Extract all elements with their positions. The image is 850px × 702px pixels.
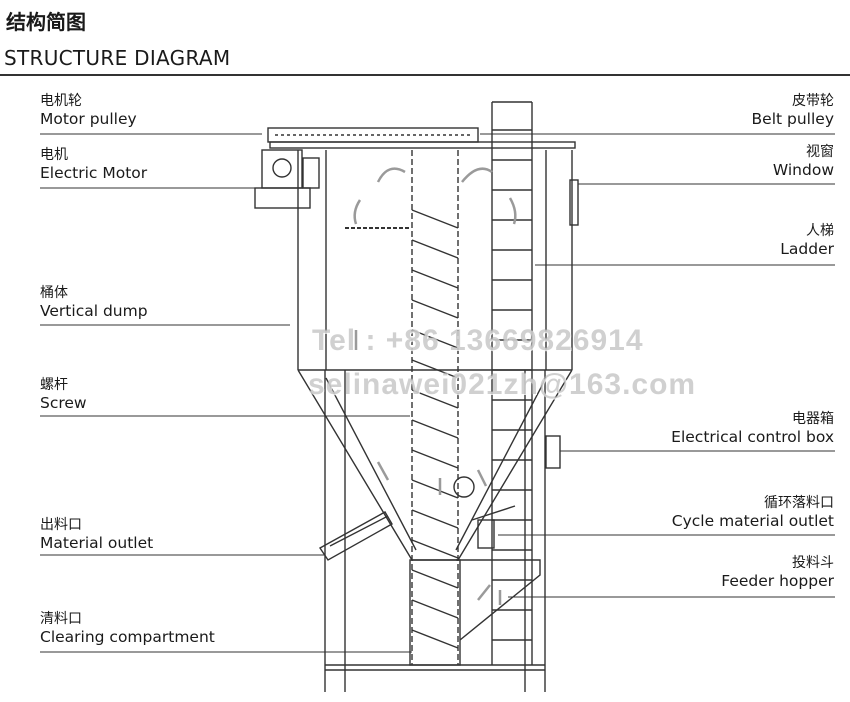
label-material-outlet-cn: 出料口	[40, 517, 82, 533]
ladder	[491, 101, 533, 665]
label-window-en: Window	[772, 161, 834, 179]
label-vertical-dump: 桶体 Vertical dump	[40, 284, 148, 320]
label-ladder-cn: 人梯	[806, 223, 834, 239]
label-belt-pulley: 皮带轮 Belt pulley	[752, 92, 834, 128]
label-ladder: 人梯 Ladder	[780, 222, 834, 258]
label-cycle-material-outlet-en: Cycle material outlet	[671, 512, 834, 530]
lower-column	[409, 559, 461, 666]
label-clearing-compartment-cn: 清料口	[40, 611, 82, 627]
label-screw-cn: 螺杆	[40, 377, 68, 393]
label-motor-pulley-en: Motor pulley	[40, 110, 137, 128]
title-rule	[0, 74, 850, 76]
watermark-phone: Tel : +86 13669826914	[312, 324, 644, 357]
control-box	[545, 435, 561, 469]
label-electrical-control-box-cn: 电器箱	[792, 411, 834, 427]
label-clearing-compartment: 清料口 Clearing compartment	[40, 610, 215, 646]
label-electrical-control-box-en: Electrical control box	[671, 428, 834, 446]
label-ladder-en: Ladder	[780, 240, 834, 258]
outlet-chute	[318, 511, 393, 561]
label-screw: 螺杆 Screw	[40, 376, 87, 412]
leader-lines	[40, 133, 835, 653]
label-electrical-control-box: 电器箱 Electrical control box	[671, 410, 834, 446]
label-belt-pulley-en: Belt pulley	[751, 110, 834, 128]
motor-body	[261, 149, 303, 189]
label-feeder-hopper-en: Feeder hopper	[721, 572, 834, 590]
watermark-email: selinawei021zh@163.com	[308, 368, 697, 401]
label-vertical-dump-en: Vertical dump	[40, 302, 148, 320]
label-window: 视窗 Window	[773, 143, 834, 179]
label-feeder-hopper-cn: 投料斗	[792, 555, 834, 571]
label-vertical-dump-cn: 桶体	[40, 285, 68, 301]
label-screw-en: Screw	[40, 394, 87, 412]
title-english: STRUCTURE DIAGRAM	[4, 46, 231, 70]
cycle-outlet	[453, 476, 475, 498]
label-feeder-hopper: 投料斗 Feeder hopper	[721, 554, 834, 590]
label-material-outlet: 出料口 Material outlet	[40, 516, 153, 552]
label-motor-pulley-cn: 电机轮	[40, 93, 82, 109]
label-electric-motor-cn: 电机	[40, 147, 68, 163]
label-electric-motor: 电机 Electric Motor	[40, 146, 147, 182]
feeder-hopper	[456, 559, 541, 641]
label-motor-pulley: 电机轮 Motor pulley	[40, 92, 137, 128]
label-clearing-compartment-en: Clearing compartment	[40, 628, 215, 646]
screw-flights	[411, 209, 459, 649]
title-chinese: 结构简图	[6, 10, 86, 34]
label-cycle-material-outlet-cn: 循环落料口	[764, 495, 834, 511]
label-electric-motor-en: Electric Motor	[40, 164, 148, 182]
label-window-cn: 视窗	[806, 144, 834, 160]
label-belt-pulley-cn: 皮带轮	[792, 93, 834, 109]
label-material-outlet-en: Material outlet	[40, 534, 154, 552]
label-cycle-material-outlet: 循环落料口 Cycle material outlet	[672, 494, 834, 530]
window-frame	[569, 179, 579, 226]
